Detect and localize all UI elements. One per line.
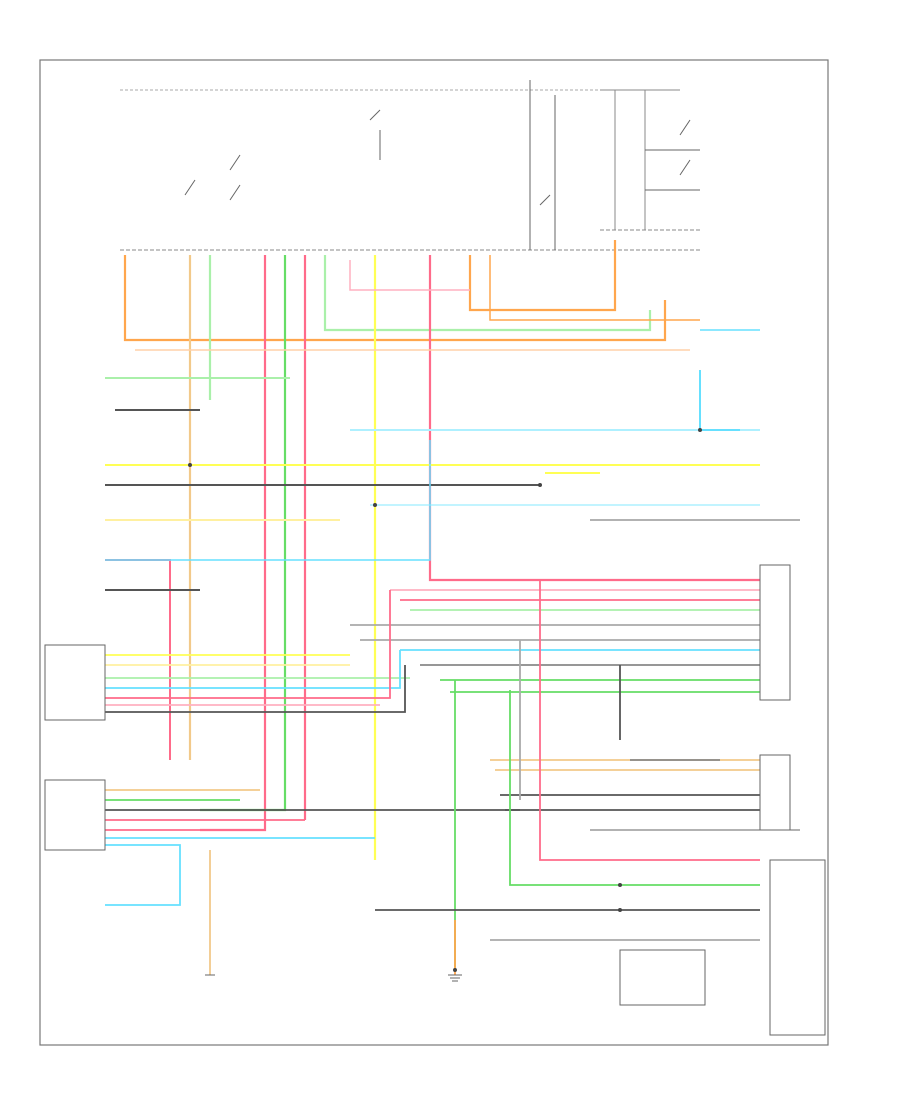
splice-points bbox=[188, 428, 702, 972]
wire-green-1 bbox=[200, 255, 287, 812]
wire-light-green-2 bbox=[323, 255, 652, 332]
ground-symbols bbox=[205, 974, 462, 982]
lower-wires bbox=[105, 580, 760, 975]
wire-pink-3 bbox=[428, 255, 760, 582]
component-boxes bbox=[44, 519, 826, 1036]
diagram-frame bbox=[39, 59, 829, 1046]
wire-orange-left bbox=[123, 255, 667, 342]
power-bus bbox=[120, 80, 700, 251]
wire-cyan-right bbox=[699, 370, 740, 431]
wire-orange-right bbox=[489, 255, 700, 321]
switch-symbols bbox=[184, 109, 700, 206]
vertical-wires bbox=[123, 240, 760, 860]
wire-cyan-h2 bbox=[105, 440, 431, 561]
wire-light-orange bbox=[468, 240, 617, 312]
connector-harness bbox=[105, 589, 760, 713]
wire-light-pink-top bbox=[349, 260, 470, 291]
horizontal-wires bbox=[105, 329, 760, 760]
